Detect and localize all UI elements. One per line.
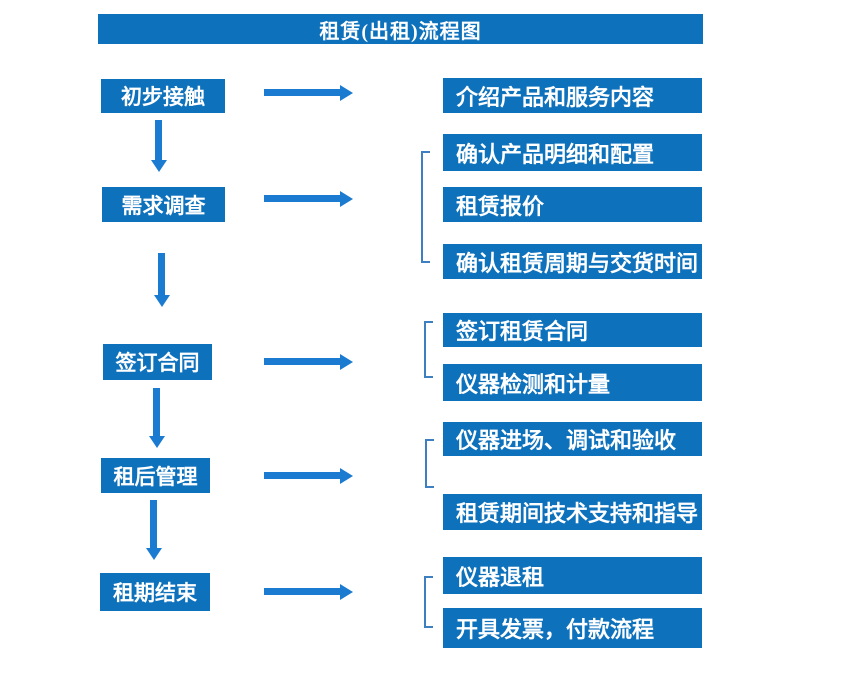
target-label: 租赁报价 xyxy=(456,193,545,219)
stage-label: 需求调查 xyxy=(121,193,206,218)
target-label: 仪器检测和计量 xyxy=(456,371,611,397)
stage-label: 租后管理 xyxy=(113,464,198,489)
target-box-instrument-setup-acceptance: 仪器进场、调试和验收 xyxy=(443,422,702,456)
target-box-instrument-testing-metering: 仪器检测和计量 xyxy=(443,364,702,401)
stage-box-demand-survey: 需求调查 xyxy=(102,187,225,222)
target-label: 仪器退租 xyxy=(456,564,545,590)
group-bracket xyxy=(424,576,433,628)
target-label: 仪器进场、调试和验收 xyxy=(456,428,677,453)
flow-arrow-right-icon xyxy=(264,195,340,202)
stage-label: 租期结束 xyxy=(113,581,197,605)
flow-arrow-down-icon xyxy=(153,388,160,436)
target-box-confirm-rental-period-delivery: 确认租赁周期与交货时间 xyxy=(443,244,702,279)
flow-arrow-down-icon xyxy=(150,500,157,548)
stage-box-post-rental-management: 租后管理 xyxy=(101,458,210,493)
stage-box-initial-contact: 初步接触 xyxy=(101,79,225,113)
group-bracket xyxy=(424,321,433,378)
diagram-title-text: 租赁(出租)流程图 xyxy=(319,20,482,43)
flow-arrow-right-icon xyxy=(264,588,340,595)
target-label: 确认产品明细和配置 xyxy=(456,141,655,167)
group-bracket xyxy=(421,151,430,263)
target-box-rental-quotation: 租赁报价 xyxy=(443,187,702,222)
stage-box-sign-contract: 签订合同 xyxy=(103,344,212,380)
stage-label: 签订合同 xyxy=(115,351,200,375)
target-box-confirm-product-details: 确认产品明细和配置 xyxy=(443,134,702,171)
target-label: 开具发票，付款流程 xyxy=(456,617,655,642)
flow-arrow-right-icon xyxy=(264,89,340,96)
target-label: 确认租赁周期与交货时间 xyxy=(456,250,699,276)
group-bracket xyxy=(425,439,434,488)
target-label: 租赁期间技术支持和指导 xyxy=(456,501,699,526)
flow-arrow-down-icon xyxy=(155,120,162,160)
target-label: 签订租赁合同 xyxy=(456,319,589,344)
diagram-title: 租赁(出租)流程图 xyxy=(98,14,703,44)
target-box-technical-support-guidance: 租赁期间技术支持和指导 xyxy=(443,494,702,530)
flow-arrow-right-icon xyxy=(264,358,340,365)
target-box-sign-rental-contract: 签订租赁合同 xyxy=(443,313,702,347)
target-box-introduce-products-services: 介绍产品和服务内容 xyxy=(443,78,702,113)
target-label: 介绍产品和服务内容 xyxy=(456,84,655,110)
target-box-instrument-return: 仪器退租 xyxy=(443,557,702,594)
flow-arrow-down-icon xyxy=(158,253,165,295)
stage-label: 初步接触 xyxy=(121,85,205,109)
flow-arrow-right-icon xyxy=(264,472,340,479)
target-box-invoice-payment-process: 开具发票，付款流程 xyxy=(443,608,702,648)
stage-box-rental-end: 租期结束 xyxy=(100,573,210,611)
